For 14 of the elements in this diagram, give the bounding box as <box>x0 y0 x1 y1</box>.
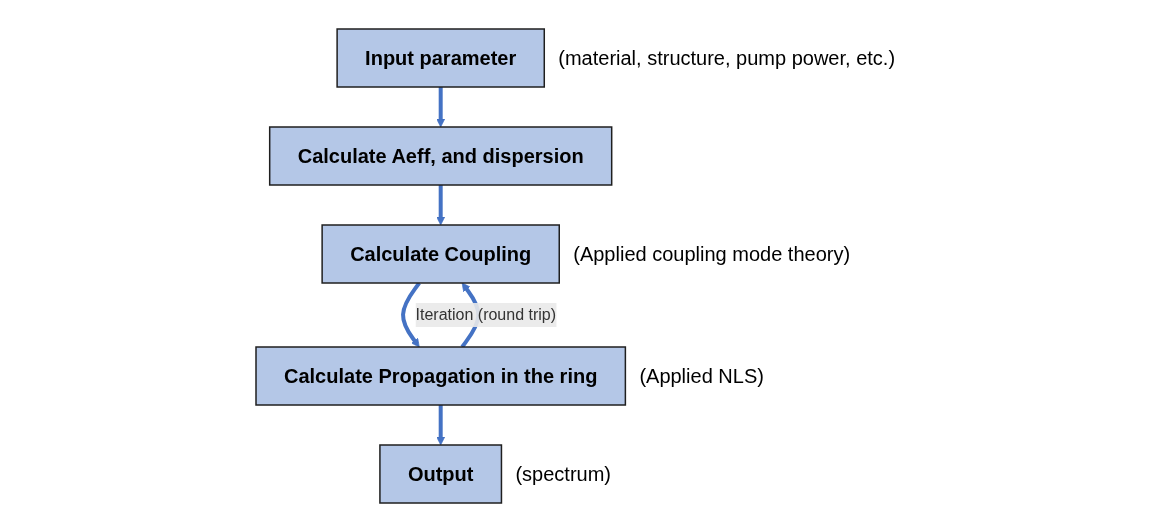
node-box: Calculate Coupling <box>321 223 560 284</box>
note-text: (Applied NLS) <box>639 364 764 387</box>
node-box: Calculate Aeff, and dispersion <box>268 125 613 186</box>
note-text: (spectrum) <box>515 462 611 485</box>
note-text: (material, structure, pump power, etc.) <box>558 46 896 69</box>
node-box: Input parameter <box>336 27 545 88</box>
arrow <box>401 281 421 347</box>
edge-label: Iteration (round trip) <box>415 305 557 323</box>
arrow <box>436 404 446 445</box>
arrow <box>436 184 446 225</box>
note-text: (Applied coupling mode theory) <box>573 242 851 265</box>
node-box: Calculate Propagation in the ring <box>255 345 627 406</box>
node-box: Output <box>379 443 503 504</box>
arrow <box>436 86 446 127</box>
